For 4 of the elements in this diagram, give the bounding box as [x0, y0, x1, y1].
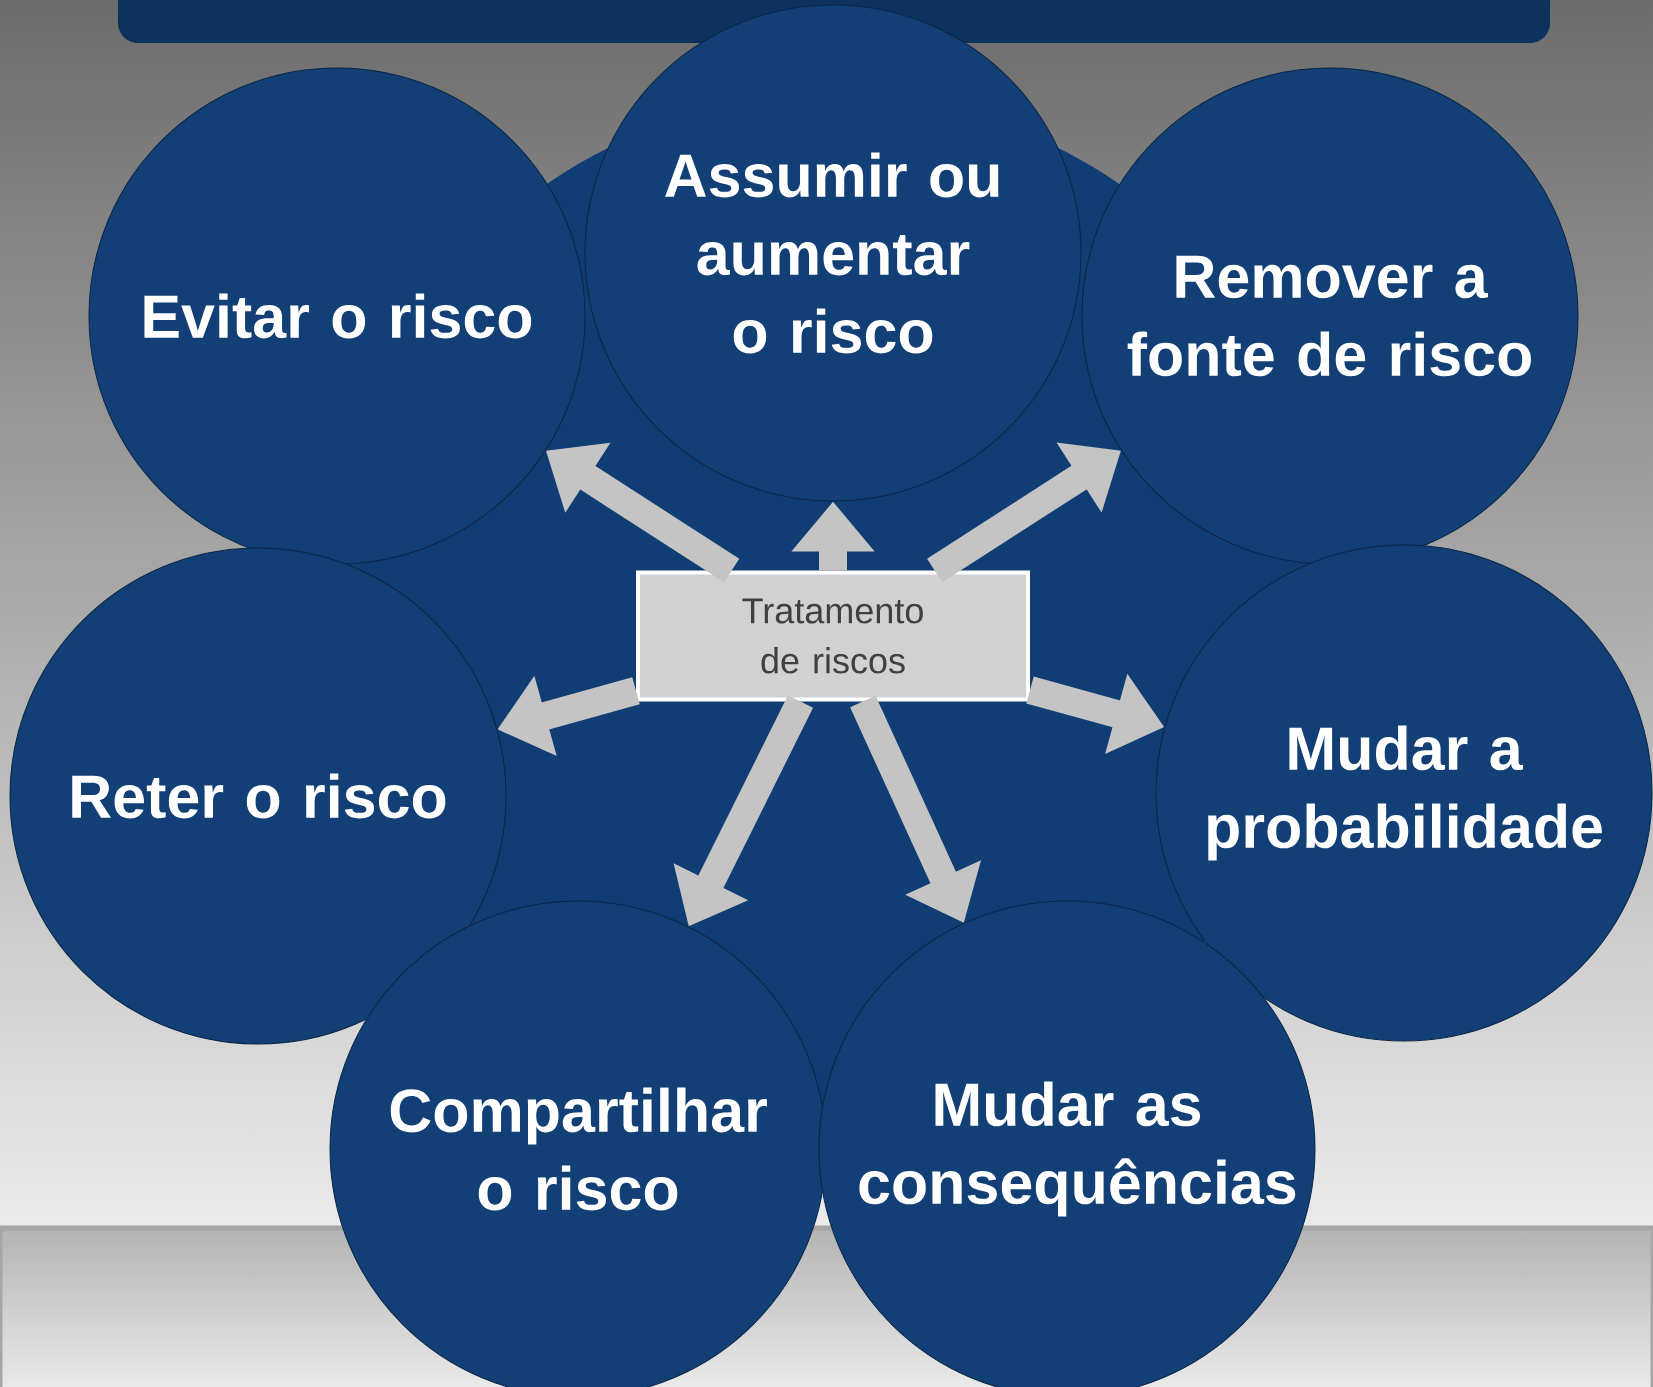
node-label: Mudar as consequências [859, 1081, 1296, 1217]
node-label: Mudar a probabilidade [1208, 725, 1602, 861]
center-box: Tratamento de riscos [636, 570, 1030, 702]
node-label: Compartilhar o risco [390, 1087, 767, 1211]
